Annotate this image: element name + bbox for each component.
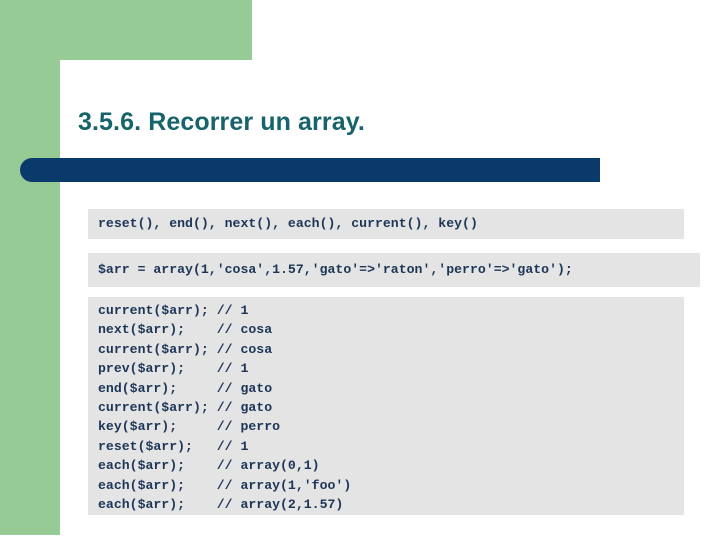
code-line: each($arr); // array(1,'foo') (98, 477, 352, 493)
code-block-functions: reset(), end(), next(), each(), current(… (88, 209, 684, 239)
code-line: next($arr); // cosa (98, 322, 273, 338)
code-line: current($arr); // cosa (98, 341, 273, 357)
code-line: key($arr); // perro (98, 419, 281, 435)
code-line: reset($arr); // 1 (98, 438, 249, 454)
decorative-green-left-column (0, 0, 60, 535)
code-block-array-declaration: $arr = array(1,'cosa',1.57,'gato'=>'rato… (88, 253, 700, 287)
code-line: each($arr); // array(0,1) (98, 458, 320, 474)
title-underline-bar (20, 158, 600, 182)
code-block-listing: current($arr); // 1 next($arr); // cosa cu… (88, 297, 684, 515)
code-line: prev($arr); // 1 (98, 361, 249, 377)
page-title: 3.5.6. Recorrer un array. (78, 108, 365, 136)
code-line: current($arr); // gato (98, 400, 273, 416)
code-line: each($arr); // array(2,1.57) (98, 497, 344, 513)
code-line: end($arr); // gato (98, 380, 273, 396)
code-line: current($arr); // 1 (98, 303, 249, 318)
